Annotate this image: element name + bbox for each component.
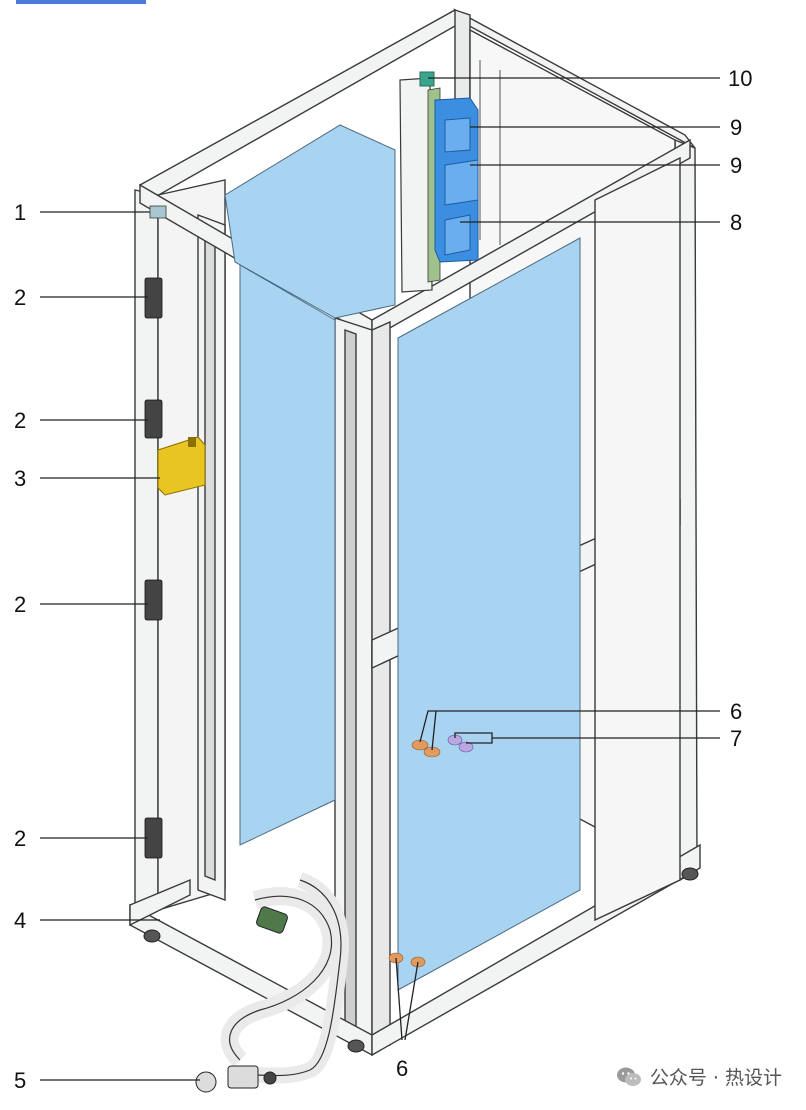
callout-8: 8	[730, 210, 742, 235]
watermark-text: 公众号 · 热设计	[649, 1067, 782, 1089]
callout-7: 7	[730, 726, 742, 751]
coolant-connectors-mid	[411, 734, 474, 758]
watermark: 公众号 · 热设计	[616, 1063, 782, 1090]
side-panel-rear	[224, 124, 396, 319]
callout-10: 10	[728, 66, 752, 91]
callout-1: 1	[14, 200, 26, 225]
hinge-2	[144, 399, 163, 439]
hinge-3	[144, 579, 163, 621]
cable-entry-plate	[149, 205, 167, 219]
pdu-strip	[399, 71, 441, 293]
door-lock	[157, 436, 206, 496]
wechat-icon	[616, 1067, 641, 1086]
rear-rail-perforations	[479, 60, 501, 245]
callout-numbers: 1 2 2 3 2 2 4 5 10 9 9 8 6 7 6	[14, 66, 752, 1093]
coolant-connector	[195, 1065, 277, 1093]
callout-6: 6	[396, 1056, 408, 1081]
callout-6: 6	[730, 699, 742, 724]
callout-2: 2	[14, 592, 26, 617]
callout-2: 2	[14, 408, 26, 433]
callout-9: 9	[730, 153, 742, 178]
callout-4: 4	[14, 908, 26, 933]
power-distribution-unit	[434, 97, 479, 263]
casters	[143, 867, 699, 1053]
callout-9: 9	[730, 115, 742, 140]
callout-2: 2	[14, 285, 26, 310]
callout-3: 3	[14, 466, 26, 491]
side-panel-left	[239, 264, 336, 846]
hinge-1	[144, 277, 163, 319]
side-panel-front	[397, 237, 581, 991]
coolant-valve	[256, 906, 288, 934]
callout-2: 2	[14, 826, 26, 851]
coolant-pipes	[220, 872, 349, 1084]
callout-5: 5	[14, 1068, 26, 1093]
header-link-underline[interactable]	[16, 0, 146, 4]
leader-lines	[40, 77, 720, 1081]
door-hinges	[144, 277, 163, 859]
